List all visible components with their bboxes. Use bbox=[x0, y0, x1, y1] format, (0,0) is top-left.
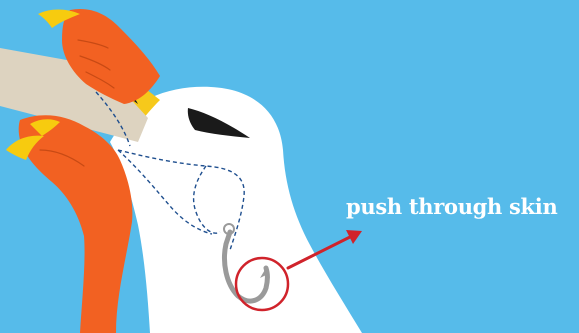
callout-label: push through skin bbox=[346, 194, 557, 219]
